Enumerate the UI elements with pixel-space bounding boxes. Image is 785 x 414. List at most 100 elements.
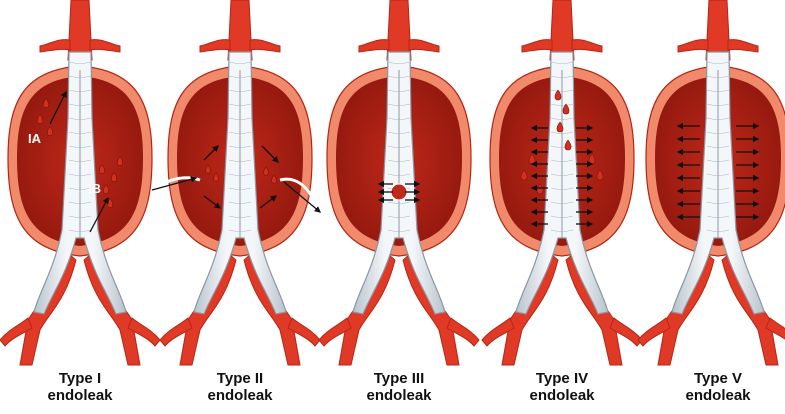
flow-arrow: [151, 176, 198, 191]
graft-stitch: [387, 201, 411, 204]
iliac-artery-left: [179, 249, 237, 366]
graft-stitch: [706, 187, 730, 190]
renal-artery-left: [358, 39, 390, 53]
graft-stitch: [68, 201, 92, 204]
iliac-artery-left: [501, 249, 559, 366]
graft-stitch: [228, 103, 252, 106]
blood-drop: [47, 126, 53, 136]
aorta: [67, 0, 93, 61]
graft-stitch: [228, 145, 252, 148]
internal-iliac-right: [446, 317, 480, 347]
renal-artery-right: [408, 39, 440, 53]
graft-stitch: [228, 61, 252, 64]
renal-artery-left: [199, 39, 231, 53]
iliac-artery-right: [402, 249, 460, 366]
panel-type-5: [637, 0, 785, 366]
caption-title: Type IV: [535, 370, 589, 387]
blood-drop: [271, 174, 277, 184]
graft-stitch: [706, 229, 730, 232]
renal-artery-right: [89, 39, 121, 53]
caption-type-4: Type IV endoleak: [497, 370, 627, 404]
renal-artery-right: [571, 39, 603, 53]
panel-type-3: [318, 0, 480, 366]
graft-stitch: [387, 145, 411, 148]
graft-stitch: [68, 117, 92, 120]
renal-artery-right: [727, 39, 759, 53]
graft-stitch: [228, 159, 252, 162]
graft-stitch: [550, 229, 574, 232]
graft-stitch: [228, 173, 252, 176]
graft-stitch: [550, 103, 574, 106]
graft-stitch: [228, 215, 252, 218]
graft-stitch: [68, 145, 92, 148]
graft-stitch: [387, 103, 411, 106]
graft-stitch: [387, 215, 411, 218]
iliac-artery-right: [243, 249, 301, 366]
iliac-artery-right: [83, 249, 141, 366]
flow-arrow: [203, 195, 222, 209]
graft-stitch: [706, 131, 730, 134]
caption-title: Type I: [58, 370, 102, 387]
internal-iliac-left: [159, 317, 193, 347]
iliac-artery-left: [19, 249, 77, 366]
graft-stitch: [68, 215, 92, 218]
renal-artery-left: [39, 39, 71, 53]
flow-arrow: [261, 145, 279, 163]
graft-stitch: [550, 173, 574, 176]
graft-stitch: [706, 89, 730, 92]
graft-stitch: [706, 75, 730, 78]
graft-stitch: [68, 103, 92, 106]
graft-defect: [390, 183, 408, 201]
panel-type-2: [151, 0, 322, 366]
graft-stitch: [68, 159, 92, 162]
graft-stitch: [228, 75, 252, 78]
graft-stitch: [387, 75, 411, 78]
caption-subtitle: endoleak: [47, 387, 113, 404]
graft-stitch: [68, 75, 92, 78]
blood-drop: [103, 184, 109, 194]
renal-artery-left: [521, 39, 553, 53]
aorta: [549, 0, 575, 61]
caption-title: Type II: [216, 370, 264, 387]
graft-stitch: [550, 201, 574, 204]
flow-arrow: [259, 195, 278, 209]
internal-iliac-left: [318, 317, 352, 347]
graft-stitch: [228, 89, 252, 92]
internal-iliac-left: [637, 317, 671, 347]
graft-stitch: [228, 201, 252, 204]
graft-stitch: [387, 131, 411, 134]
graft-stitch: [706, 117, 730, 120]
graft-stitch: [706, 103, 730, 106]
blood-drop: [213, 172, 219, 182]
graft-stitch: [68, 187, 92, 190]
iliac-artery-right: [721, 249, 779, 366]
graft-stitch: [706, 61, 730, 64]
flow-arrow: [89, 196, 109, 233]
blood-drop: [37, 114, 43, 124]
graft-stitch: [706, 173, 730, 176]
caption-title: Type III: [373, 370, 425, 387]
graft-stitch: [387, 61, 411, 64]
blood-drop: [562, 103, 570, 115]
graft-stitch: [706, 159, 730, 162]
internal-iliac-right: [765, 317, 785, 340]
graft-stitch: [387, 173, 411, 176]
internal-iliac-right: [287, 317, 321, 347]
iliac-artery-left: [657, 249, 715, 366]
caption-type-5: Type V endoleak: [653, 370, 783, 404]
blood-drop: [554, 89, 562, 101]
blood-drop: [31, 134, 37, 144]
blood-drop: [263, 166, 269, 176]
caption-subtitle: endoleak: [685, 387, 751, 404]
graft-stitch: [387, 117, 411, 120]
caption-subtitle: endoleak: [366, 387, 432, 404]
internal-iliac-left: [481, 317, 515, 347]
aorta: [386, 0, 412, 61]
flow-arrow: [283, 181, 321, 213]
graft-stitch: [706, 215, 730, 218]
marker-ia: IA: [28, 131, 42, 146]
graft-stitch: [228, 117, 252, 120]
flow-arrow: [49, 90, 67, 125]
